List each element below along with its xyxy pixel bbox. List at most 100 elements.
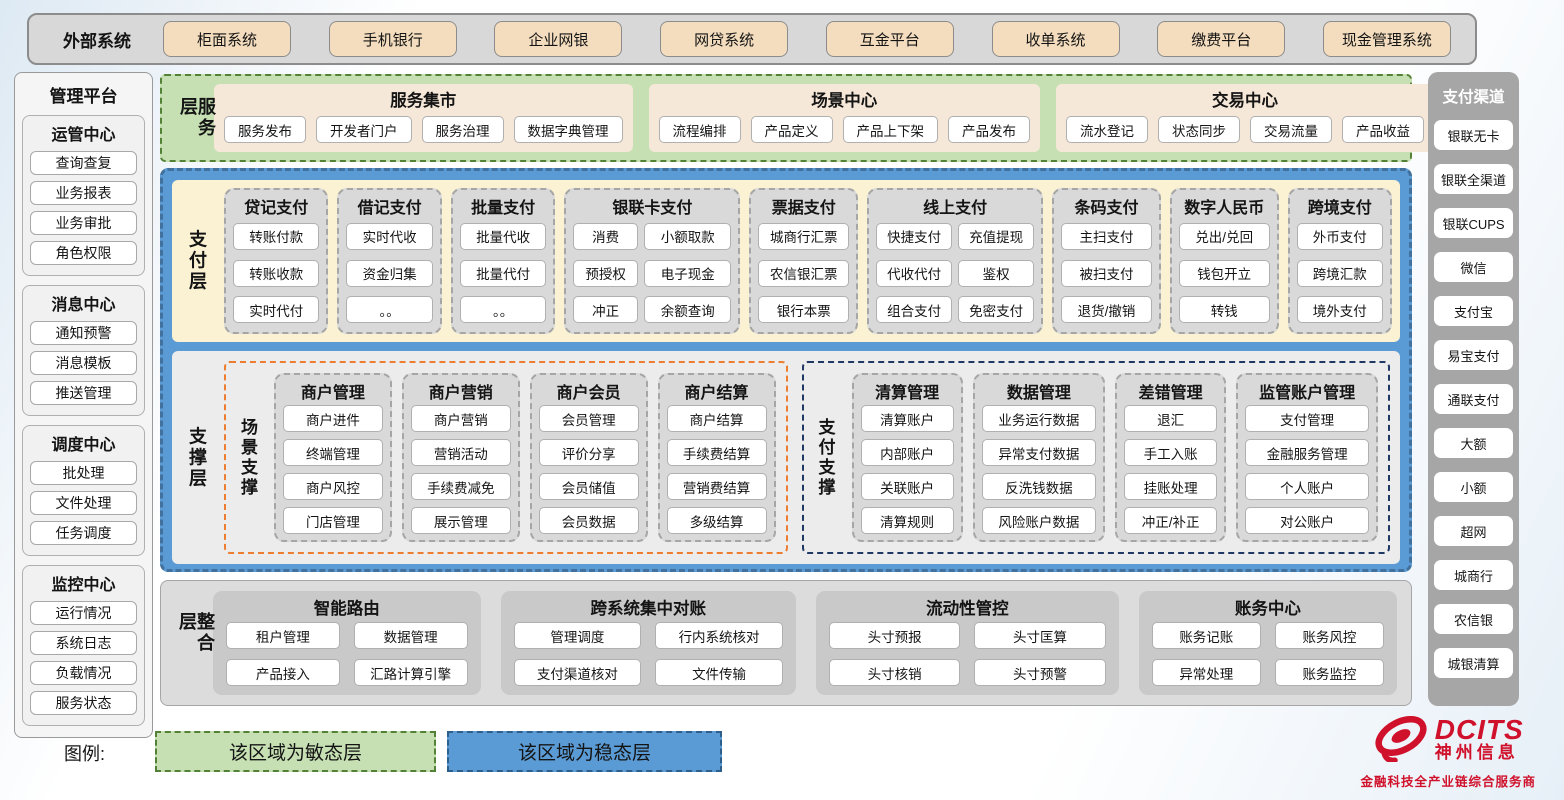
section-message-center: 消息中心 通知预警消息模板推送管理 (22, 285, 145, 416)
capability-box: 资金归集 (346, 259, 433, 287)
external-system-box: 企业网银 (494, 21, 623, 57)
scene-support-label: 场景支撑 (238, 417, 257, 498)
box-title: 流动性管控 (926, 600, 1009, 618)
service-layer-label: 服务层 (178, 97, 216, 139)
support-layer: 支撑层 场景支撑 商户管理 商户进件终端管理商户风控门店管理 商户营销 商户营销… (172, 351, 1400, 564)
capability-box: 充值提现 (958, 222, 1035, 250)
box-cross-system-reconciliation: 跨系统集中对账 管理调度行内系统核对支付渠道核对文件传输 (500, 591, 796, 695)
capability-box: 会员管理 (538, 405, 639, 432)
column-items: 支付管理金融服务管理个人账户对公账户 (1244, 405, 1370, 534)
capability-box: 鉴权 (958, 259, 1035, 287)
column-title: 监管账户管理 (1259, 385, 1356, 402)
capability-box: 运行情况 (30, 601, 137, 625)
channel-box: 城商行 (1434, 560, 1513, 590)
section-monitor-center: 监控中心 运行情况系统日志负载情况服务状态 (22, 565, 145, 726)
column-items: 业务运行数据异常支付数据反洗钱数据风险账户数据 (981, 405, 1097, 534)
channel-box: 城银清算 (1434, 648, 1513, 678)
capability-box: 通知预警 (30, 321, 137, 345)
channel-box: 通联支付 (1434, 384, 1513, 414)
capability-box: 服务状态 (30, 691, 137, 715)
column-title: 线上支付 (923, 200, 988, 217)
column-title: 数据管理 (1006, 385, 1071, 402)
capability-box: 免密支付 (958, 296, 1035, 324)
capability-box: 开发者门户 (316, 116, 412, 143)
capability-box: 实时代收 (346, 222, 433, 250)
external-system-box: 现金管理系统 (1322, 21, 1451, 57)
capability-box: 跨境汇款 (1296, 259, 1383, 287)
management-platform-panel: 管理平台 运管中心 查询查复业务报表业务审批角色权限 消息中心 通知预警消息模板… (14, 72, 153, 738)
capability-box: 任务调度 (30, 521, 137, 545)
column-error-management: 差错管理 退汇手工入账挂账处理冲正/补正 (1114, 373, 1227, 542)
channel-box: 银联全渠道 (1434, 164, 1513, 194)
capability-box: 清算规则 (860, 507, 954, 534)
capability-box: 评价分享 (538, 439, 639, 466)
capability-box: 反洗钱数据 (981, 473, 1096, 500)
payment-column-batch: 批量支付 批量代收批量代付。。 (450, 188, 556, 334)
capability-box: 退汇 (1123, 405, 1218, 432)
capability-box: 数据管理 (353, 622, 468, 649)
box-accounting-center: 账务中心 账务记账账务风控异常处理账务监控 (1138, 591, 1397, 695)
capability-box: 支付渠道核对 (513, 659, 642, 686)
column-clearing-management: 清算管理 清算账户内部账户关联账户清算规则 (851, 373, 963, 542)
column-items: 外币支付跨境汇款境外支付 (1296, 220, 1384, 326)
payment-column-cross-border: 跨境支付 外币支付跨境汇款境外支付 (1287, 188, 1392, 334)
external-system-box: 收单系统 (991, 21, 1120, 57)
integration-layer: 整合层 智能路由 租户管理数据管理产品接入汇路计算引擎 跨系统集中对账 管理调度… (160, 580, 1412, 706)
column-title: 票据支付 (771, 200, 836, 217)
capability-box: 异常处理 (1151, 659, 1261, 686)
payment-layer: 支付层 贷记支付 转账付款转账收款实时代付 借记支付 实时代收资金归集。。 批量… (172, 180, 1400, 342)
external-system-box: 网贷系统 (660, 21, 789, 57)
logo-tagline: 金融科技全产业链综合服务商 (1360, 775, 1536, 789)
capability-box: 营销活动 (410, 439, 511, 466)
capability-box: 转账付款 (233, 222, 320, 250)
group-payment-support: 支付支撑 清算管理 清算账户内部账户关联账户清算规则 数据管理 业务运行数据异常… (801, 361, 1390, 554)
capability-box: 展示管理 (410, 507, 511, 534)
section-title: 监控中心 (51, 577, 116, 594)
capability-box: 银行本票 (758, 296, 850, 324)
capability-box: 头寸预警 (974, 659, 1106, 686)
capability-box: 清算账户 (860, 405, 954, 432)
capability-box: 角色权限 (30, 241, 137, 265)
legend-label: 图例: (64, 744, 106, 764)
capability-box: 头寸预报 (828, 622, 961, 649)
capability-box: 批处理 (30, 461, 137, 485)
column-merchant-settlement: 商户结算 商户结算手续费结算营销费结算多级结算 (657, 373, 776, 542)
capability-box: 批量代收 (459, 222, 547, 250)
column-merchant-marketing: 商户营销 商户营销营销活动手续费减免展示管理 (401, 373, 520, 542)
external-systems-bar: 外部系统 柜面系统手机银行企业网银网贷系统互金平台收单系统缴费平台现金管理系统 (27, 13, 1477, 65)
column-items: 快捷支付充值提现代收代付鉴权组合支付免密支付 (875, 220, 1035, 326)
channel-box: 银联CUPS (1434, 208, 1513, 238)
payment-column-digital-rmb: 数字人民币 兑出/兑回钱包开立转钱 (1169, 188, 1279, 334)
capability-box: 服务治理 (421, 116, 504, 143)
capability-box: 多级结算 (666, 507, 767, 534)
column-items: 兑出/兑回钱包开立转钱 (1178, 220, 1271, 326)
section-dispatch-center: 调度中心 批处理文件处理任务调度 (22, 425, 145, 556)
capability-box: 门店管理 (283, 507, 383, 534)
column-items: 商户结算手续费结算营销费结算多级结算 (666, 405, 768, 534)
box-smart-routing: 智能路由 租户管理数据管理产品接入汇路计算引擎 (213, 591, 481, 695)
capability-box: 外币支付 (1296, 222, 1383, 250)
column-title: 批量支付 (471, 200, 536, 217)
capability-box: 会员储值 (538, 473, 639, 500)
column-title: 数字人民币 (1184, 200, 1265, 217)
capability-box: 营销费结算 (666, 473, 767, 500)
capability-box: 支付管理 (1245, 405, 1369, 432)
payment-column-credit: 贷记支付 转账付款转账收款实时代付 (224, 188, 329, 334)
capability-box: 快捷支付 (876, 222, 953, 250)
section-items: 运行情况系统日志负载情况服务状态 (28, 601, 139, 715)
external-systems-list: 柜面系统手机银行企业网银网贷系统互金平台收单系统缴费平台现金管理系统 (163, 21, 1451, 57)
capability-box: 账务记账 (1151, 622, 1261, 649)
external-system-box: 柜面系统 (163, 21, 291, 57)
capability-box: 业务审批 (30, 211, 137, 235)
column-items: 消费小额取款预授权电子现金冲正余额查询 (572, 220, 732, 326)
column-title: 银联卡支付 (612, 200, 693, 217)
capability-box: 退货/撤销 (1061, 296, 1152, 324)
capability-box: 关联账户 (860, 473, 954, 500)
column-items: 转账付款转账收款实时代付 (232, 220, 320, 326)
logo-company-text: 神州信息 (1434, 743, 1519, 763)
section-items: 批处理文件处理任务调度 (28, 461, 139, 545)
capability-box: 负载情况 (30, 661, 137, 685)
group-title: 交易中心 (1212, 92, 1278, 110)
capability-box: 产品定义 (750, 116, 833, 143)
capability-box: 商户风控 (283, 473, 383, 500)
